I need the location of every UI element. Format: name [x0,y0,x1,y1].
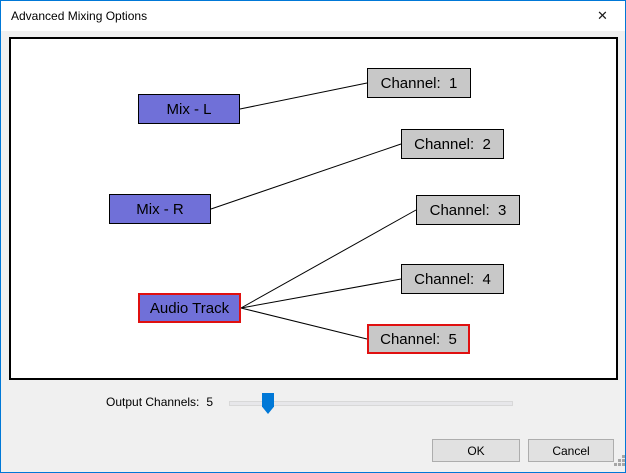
channel-node-1[interactable]: Channel: 1 [367,68,471,98]
connection-line [239,82,368,110]
connection-line [210,143,402,210]
window-title: Advanced Mixing Options [11,9,148,23]
close-button[interactable]: ✕ [580,1,625,30]
connection-line [240,307,368,340]
channel-node-label: Channel: 1 [380,74,458,92]
track-node-mix-l[interactable]: Mix - L [138,94,240,124]
connection-line [240,209,417,309]
titlebar: Advanced Mixing Options ✕ [1,1,625,31]
track-node-audio-track[interactable]: Audio Track [138,293,241,323]
connection-line [240,278,402,309]
output-channels-slider-thumb[interactable] [262,393,274,414]
connection-lines [210,82,417,340]
channel-node-label: Channel: 3 [429,201,507,219]
output-channels-slider-track[interactable] [229,401,513,406]
channel-node-2[interactable]: Channel: 2 [401,129,504,159]
track-node-label: Audio Track [149,299,230,317]
channel-node-5[interactable]: Channel: 5 [367,324,470,354]
channel-node-label: Channel: 5 [380,330,457,348]
output-channels-row: Output Channels: 5 [106,395,213,409]
channel-node-label: Channel: 2 [414,135,491,153]
cancel-button[interactable]: Cancel [528,439,614,462]
track-node-mix-r[interactable]: Mix - R [109,194,211,224]
channel-node-label: Channel: 4 [414,270,491,288]
track-node-label: Mix - L [166,100,212,118]
channel-node-4[interactable]: Channel: 4 [401,264,504,294]
output-channels-value: 5 [206,395,214,409]
close-icon: ✕ [597,7,608,23]
ok-button[interactable]: OK [432,439,520,462]
channel-node-3[interactable]: Channel: 3 [416,195,520,225]
mixing-diagram-canvas: Mix - L Mix - R Audio Track Channel: 1 C… [9,37,618,380]
output-channels-label: Output Channels: [106,395,200,409]
track-node-label: Mix - R [136,200,184,218]
resize-grip[interactable] [614,455,625,466]
